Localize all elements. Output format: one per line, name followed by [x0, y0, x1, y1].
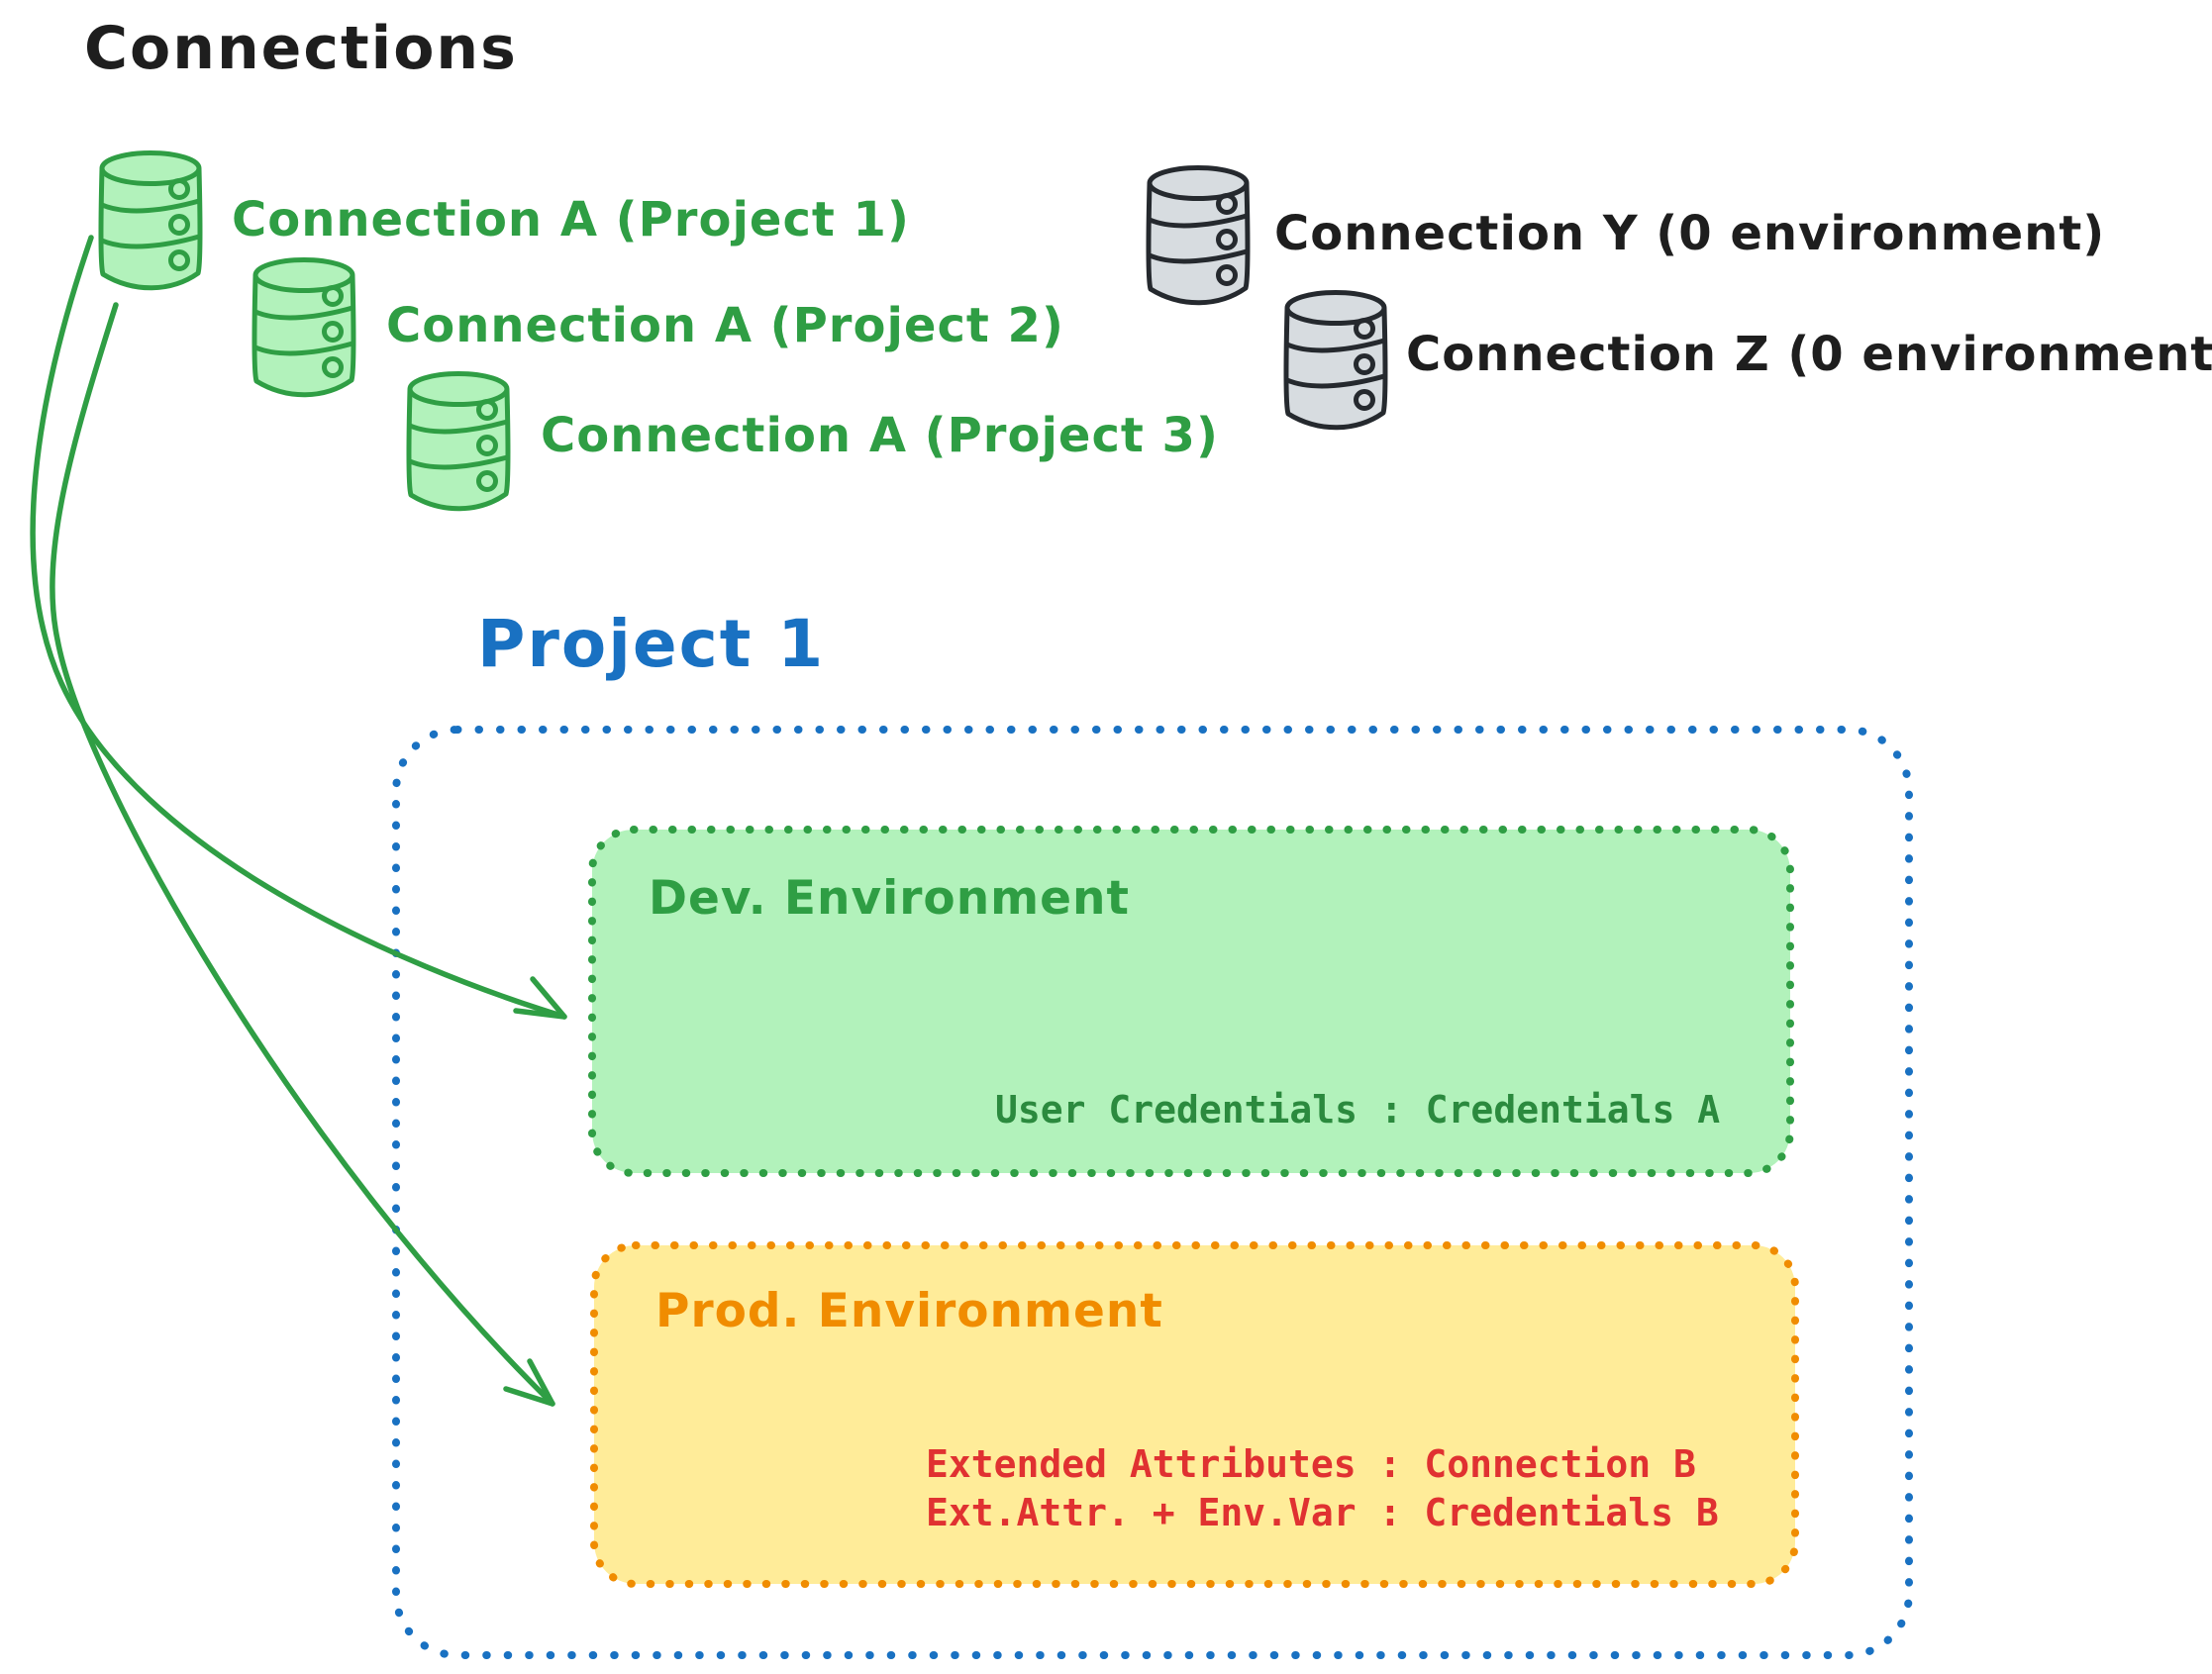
database-icon-connection-z — [1283, 290, 1388, 431]
prod-environment-credentials-text: Extended Attributes : Connection B Ext.A… — [926, 1440, 1719, 1537]
dev-environment-credentials-text: User Credentials : Credentials A — [995, 1088, 1721, 1132]
dev-environment-title: Dev. Environment — [649, 871, 1130, 926]
dev-environment-box — [588, 826, 1794, 1177]
database-icon-connection-a-project-2 — [251, 257, 356, 398]
connection-label-a-project-1: Connection A (Project 1) — [232, 192, 910, 247]
arrowhead-dev-icon — [513, 976, 567, 1020]
arrow-connection-a-to-prod-environment — [50, 302, 555, 1407]
database-icon-connection-a-project-3 — [406, 371, 511, 512]
database-icon-connection-y — [1146, 165, 1251, 306]
prod-environment-box — [590, 1241, 1799, 1588]
connection-label-a-project-3: Connection A (Project 3) — [541, 408, 1219, 463]
prod-credentials-line-2: Ext.Attr. + Env.Var : Credentials B — [926, 1491, 1719, 1534]
connection-label-y: Connection Y (0 environment) — [1274, 206, 2106, 261]
page-title: Connections — [84, 14, 518, 83]
database-icon-connection-a-project-1 — [98, 150, 203, 291]
prod-environment-title: Prod. Environment — [655, 1284, 1163, 1338]
arrowhead-prod-icon — [503, 1358, 555, 1407]
connection-label-a-project-2: Connection A (Project 2) — [386, 298, 1064, 353]
project-title: Project 1 — [477, 606, 826, 682]
prod-credentials-line-1: Extended Attributes : Connection B — [926, 1442, 1696, 1486]
arrow-connection-a-to-dev-environment — [30, 235, 567, 1020]
connection-label-z: Connection Z (0 environment) — [1406, 327, 2212, 382]
